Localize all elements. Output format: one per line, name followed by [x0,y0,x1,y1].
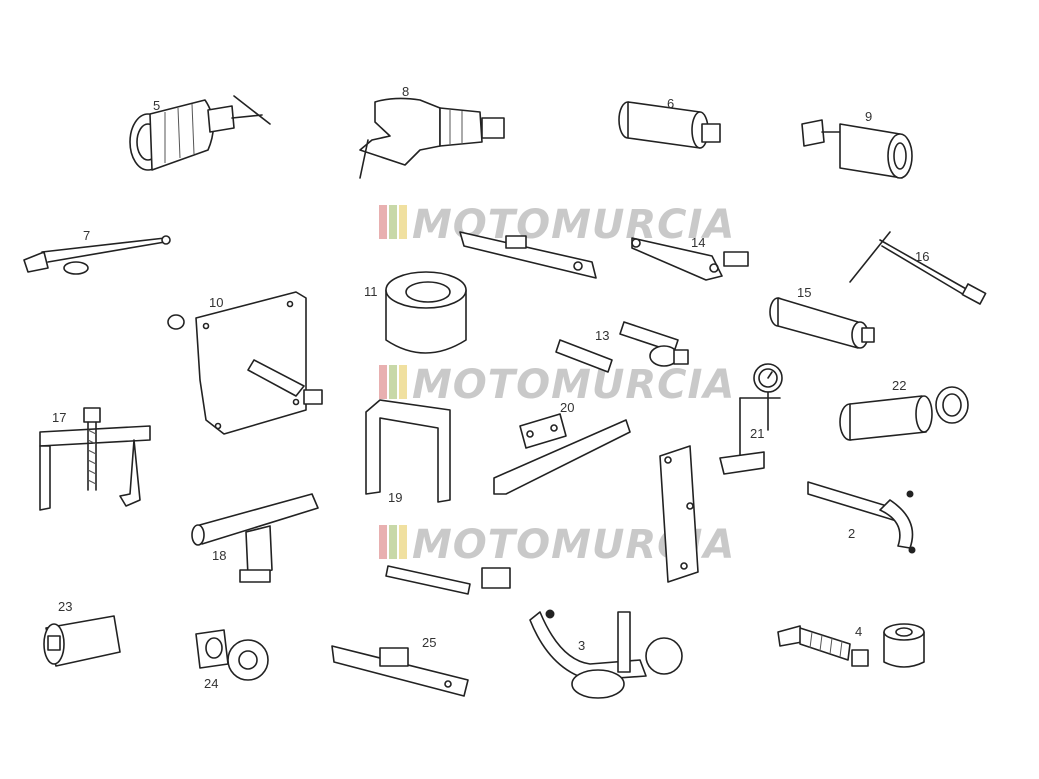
tool-2-hook-spanner: 2 [807,481,916,554]
callout-17: 17 [52,410,66,425]
tool-23-socket: 23 [43,599,121,667]
callout-3: 3 [578,638,585,653]
watermark-middle: MOTOMURCIA [379,362,735,408]
callout-7: 7 [83,228,90,243]
tool-vertical-arm [659,445,699,583]
tool-24-rings: 24 [195,629,269,691]
callout-14: 14 [691,235,705,250]
tool-21-dial-gauge: 21 [719,363,783,475]
tool-25-flat-bar: 25 [331,635,469,697]
callout-25: 25 [422,635,436,650]
tool-4-adapter: 4 [777,623,925,668]
callout-24: 24 [204,676,218,691]
tool-11-cup: 11 [364,271,467,354]
callout-15: 15 [797,285,811,300]
callout-9: 9 [865,109,872,124]
tool-20-holder: 20 [493,400,631,495]
watermark-text: MOTOMURCIA [412,202,735,248]
tool-9-sleeve: 9 [801,109,913,179]
callout-20: 20 [560,400,574,415]
tool-bar-plate [459,231,597,279]
tool-stepped-pin [385,565,511,595]
callout-16: 16 [915,249,929,264]
tool-15-cylinder: 15 [769,285,875,349]
tool-19-bracket: 19 [365,399,451,505]
callout-2: 2 [848,526,855,541]
tool-3-compressor: 3 [529,609,683,699]
tool-18-t-tube: 18 [191,493,319,583]
callout-23: 23 [58,599,72,614]
callout-4: 4 [855,624,862,639]
tool-17-puller: 17 [39,407,151,511]
watermark-text: MOTOMURCIA [412,362,735,408]
callout-11: 11 [364,284,378,299]
tool-8-grip-tool: 8 [359,84,505,179]
tool-10-plate: 10 [167,291,323,435]
callout-8: 8 [402,84,409,99]
tool-16-t-key: 16 [849,231,987,305]
callout-21: 21 [750,426,764,441]
callout-22: 22 [892,378,906,393]
callout-19: 19 [388,490,402,505]
tool-5-puller: 5 [129,95,271,171]
callout-6: 6 [667,96,674,111]
callout-10: 10 [209,295,223,310]
tool-14-link: 14 [631,235,749,281]
callout-13: 13 [595,328,609,343]
tool-6-cylinder: 6 [618,96,721,149]
callout-5: 5 [153,98,160,113]
callout-18: 18 [212,548,226,563]
watermark-top: MOTOMURCIA [379,202,735,248]
tool-13-pins: 13 [555,321,689,373]
tool-7-pliers: 7 [23,228,171,275]
tool-22-sleeve: 22 [839,378,969,441]
